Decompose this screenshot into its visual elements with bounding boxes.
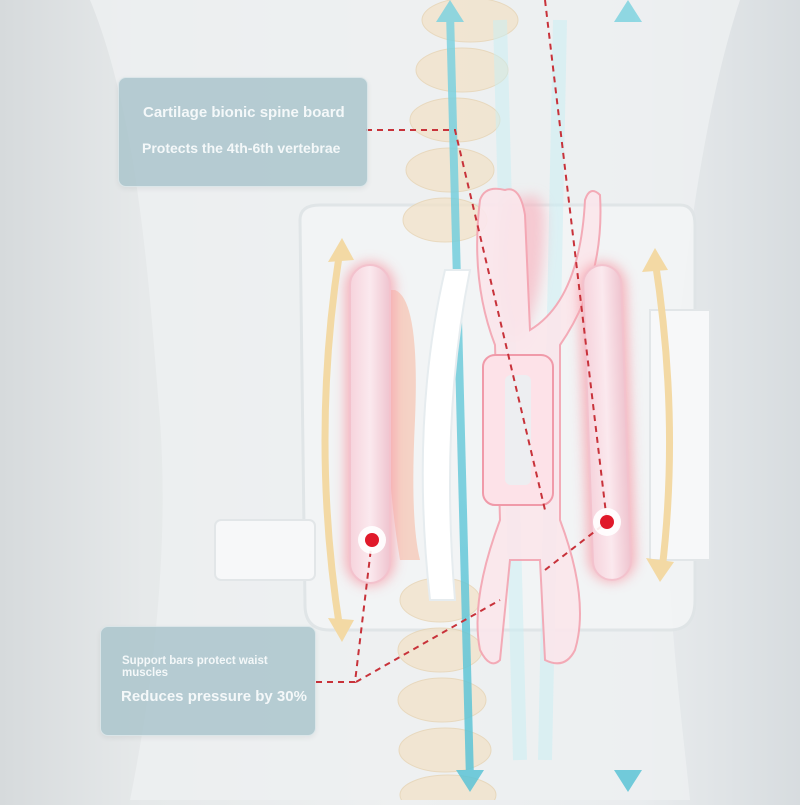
callout-title: Cartilage bionic spine board xyxy=(143,104,345,121)
spine-board xyxy=(476,187,602,665)
cartilage-bar xyxy=(421,269,472,601)
leader-lines xyxy=(314,0,608,683)
callout-subtitle: Reduces pressure by 30% xyxy=(121,688,307,705)
callout-spine-board: Cartilage bionic spine board Protects th… xyxy=(118,77,368,187)
callout-title: Support bars protect waist muscles xyxy=(122,655,268,679)
yellow-flex-arrows xyxy=(321,238,674,642)
support-bars xyxy=(345,262,636,586)
marker-dots xyxy=(358,508,621,554)
callout-support-bars: Support bars protect waist muscles Reduc… xyxy=(100,626,316,736)
callout-subtitle: Protects the 4th-6th vertebrae xyxy=(142,140,341,156)
